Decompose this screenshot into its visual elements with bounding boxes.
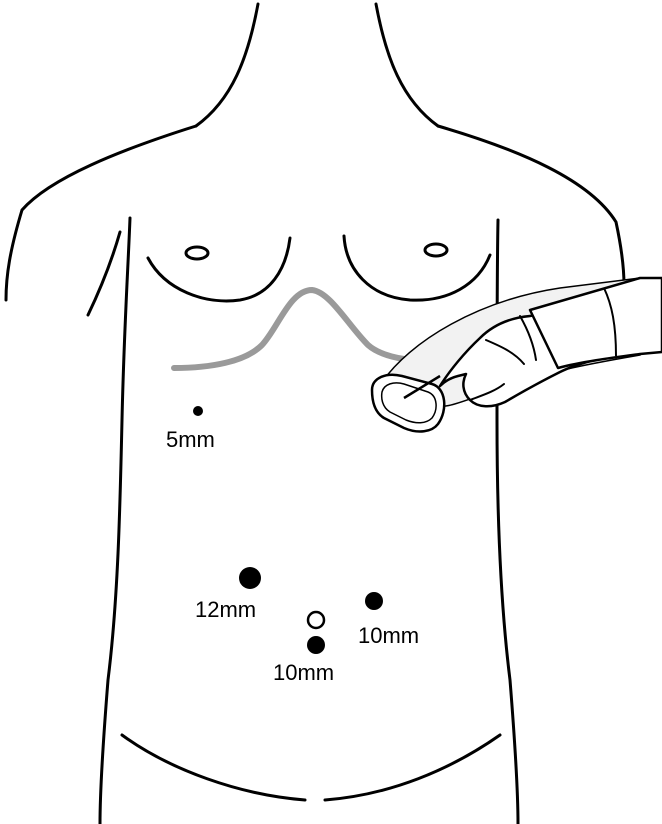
port-5mm-label: 5mm (166, 427, 215, 452)
inguinal-left (122, 735, 305, 800)
breast-right (344, 236, 490, 300)
armpit-left (88, 232, 120, 315)
neck-left (196, 4, 258, 126)
port-12mm-label: 12mm (195, 597, 256, 622)
port-umbilical-open-marker (308, 612, 324, 628)
shoulder-right (438, 126, 624, 285)
port-10mm-lower-label: 10mm (273, 660, 334, 685)
port-10mm-right-marker (365, 592, 383, 610)
port-12mm-left-marker (239, 567, 261, 589)
breast-left (148, 238, 290, 301)
neck-right (376, 4, 438, 126)
nipple-left (186, 247, 208, 259)
port-10mm-right-label: 10mm (358, 623, 419, 648)
shoulder-left (6, 126, 196, 300)
side-left (100, 218, 130, 824)
port-labels: 5mm 12mm 10mm 10mm (166, 427, 419, 685)
inguinal-right (325, 735, 500, 800)
port-10mm-lower-marker (307, 636, 325, 654)
port-5mm-upper-marker (193, 406, 203, 416)
torso-outline (6, 4, 624, 824)
pelvic-lines (122, 735, 500, 800)
nipple-right (425, 244, 447, 256)
